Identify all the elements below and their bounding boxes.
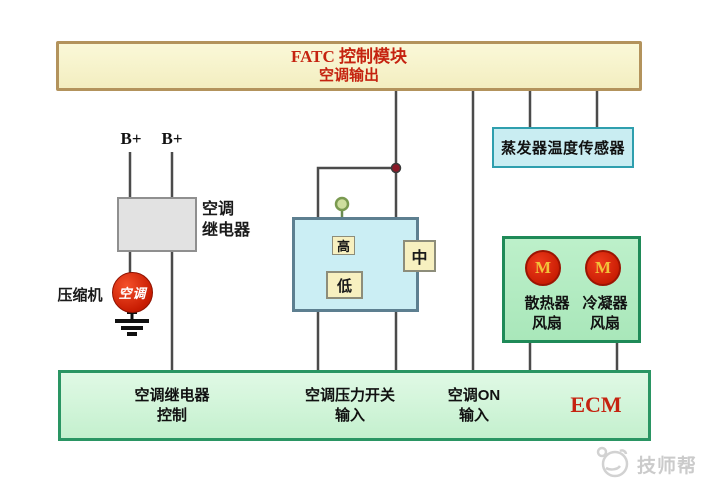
ecm-pressure-input-line1: 空调压力开关: [304, 387, 395, 404]
fan-box: [502, 236, 641, 343]
condenser-fan-label: 冷凝器 风扇: [564, 294, 646, 334]
radiator-fan-motor-icon: M: [525, 250, 561, 286]
radiator-fan-label-line2: 风扇: [531, 315, 562, 332]
radiator-fan-motor-letter: M: [534, 258, 552, 277]
fatc-title: FATC 控制模块: [290, 47, 407, 66]
condenser-fan-motor-letter: M: [594, 258, 612, 277]
ecm-ac-on-input-line2: 输入: [458, 407, 489, 424]
condenser-fan-motor-icon: M: [585, 250, 621, 286]
compressor-label: 压缩机: [57, 287, 103, 304]
pressure-switch-top-connector: [334, 196, 350, 227]
watermark-logo-icon: [596, 446, 629, 478]
compressor-symbol-text: 空调: [118, 286, 147, 301]
pressure-high-tag: 高: [332, 236, 355, 255]
evaporator-temp-sensor-label: 蒸发器温度传感器: [500, 140, 625, 157]
b-plus-label-right: B+: [161, 129, 183, 148]
ecm-pressure-input-label: 空调压力开关 输入: [290, 386, 410, 426]
condenser-fan-label-line1: 冷凝器: [582, 295, 628, 312]
pressure-high-tag-text: 高: [336, 239, 350, 254]
junction-dot: [390, 162, 402, 174]
ac-relay-label-line2: 继电器: [202, 222, 251, 239]
watermark-text: 技师帮: [637, 456, 698, 477]
ecm-pressure-input-line2: 输入: [334, 407, 365, 424]
ecm-title: ECM: [570, 392, 622, 417]
ecm-relay-control-line2: 控制: [156, 407, 187, 424]
ac-relay-label: 空调 继电器: [202, 199, 272, 241]
radiator-fan-label: 散热器 风扇: [506, 294, 588, 334]
ac-relay-label-line1: 空调: [202, 201, 235, 218]
fatc-subtitle: 空调输出: [318, 67, 379, 84]
ecm-box: [58, 370, 651, 441]
ac-relay-box: [117, 197, 197, 252]
pressure-low-tag: 低: [326, 271, 363, 299]
condenser-fan-label-line2: 风扇: [589, 315, 620, 332]
ecm-relay-control-label: 空调继电器 控制: [112, 386, 232, 426]
fatc-control-module-box: FATC 控制模块 空调输出: [56, 41, 642, 91]
wire-junction-branch-left: [316, 166, 396, 230]
pressure-mid-tag-text: 中: [411, 250, 428, 267]
b-plus-label-left: B+: [120, 129, 142, 148]
ecm-relay-control-line1: 空调继电器: [134, 387, 210, 404]
pressure-low-tag-text: 低: [336, 277, 352, 295]
pressure-mid-tag: 中: [403, 240, 436, 272]
radiator-fan-label-line1: 散热器: [524, 295, 570, 312]
compressor-symbol: 空调: [112, 272, 153, 313]
evaporator-temp-sensor-box: 蒸发器温度传感器: [492, 127, 634, 168]
ecm-ac-on-input-label: 空调ON 输入: [424, 386, 524, 426]
ecm-ac-on-input-line1: 空调ON: [447, 387, 501, 404]
